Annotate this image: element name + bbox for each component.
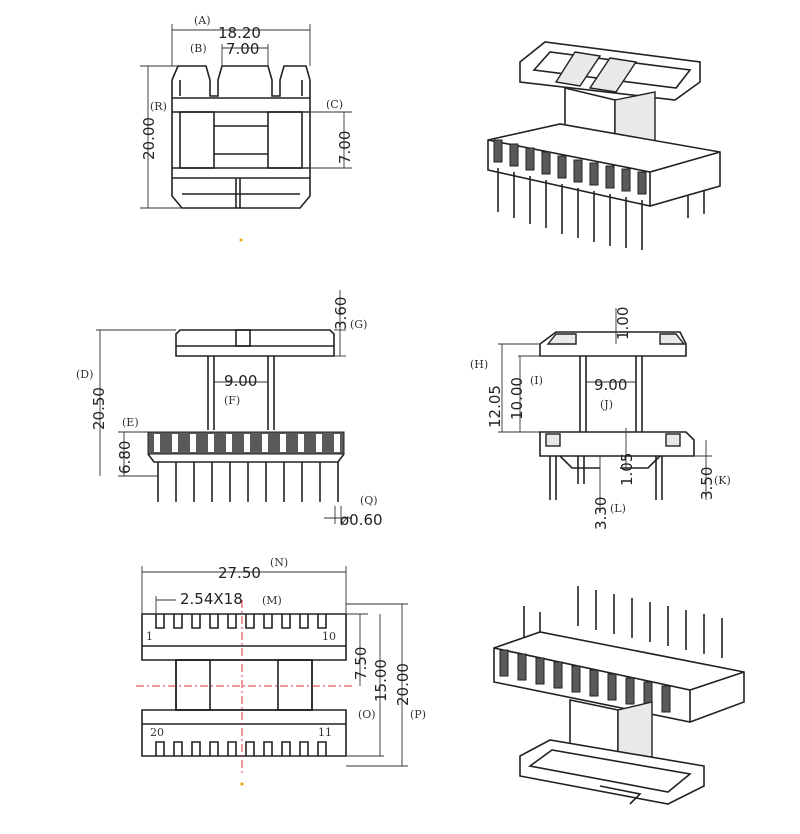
label-r: (R) <box>150 100 167 113</box>
dim-top: 1.00 <box>614 307 632 340</box>
pin-11: 11 <box>318 726 332 739</box>
iso-view-top <box>487 41 721 250</box>
iso-view-bottom <box>493 586 745 805</box>
label-c: (C) <box>326 98 343 111</box>
dim-a: 18.20 <box>218 24 261 42</box>
side-pins <box>549 456 663 500</box>
iso-comb-front <box>493 139 647 195</box>
dim-k: 3.50 <box>698 467 716 500</box>
front-view: 3.60 (G) (D) 20.50 9.00 (F) (E) 6.80 (Q)… <box>76 290 383 529</box>
label-k: (K) <box>714 474 731 487</box>
bottom-upper-teeth <box>155 614 327 629</box>
label-m: (M) <box>262 594 282 607</box>
dim-750: 7.50 <box>352 647 370 680</box>
dim-d: 20.50 <box>90 387 108 430</box>
iso2-pins <box>523 586 723 658</box>
dim-b: 7.00 <box>226 40 259 58</box>
label-d: (D) <box>76 368 93 381</box>
pin-10: 10 <box>322 630 336 643</box>
label-l: (L) <box>610 502 626 515</box>
front-comb-slots <box>154 434 340 452</box>
iso2-comb <box>499 649 671 713</box>
side-view: 1.00 (H) 12.05 10.00 (I) 9.00 (J) 1.05 3… <box>470 307 731 530</box>
dim-c: 7.00 <box>336 131 354 164</box>
dim-q: ø0.60 <box>340 511 383 529</box>
label-h: (H) <box>470 358 488 371</box>
dim-r: 20.00 <box>140 117 158 160</box>
bottom-lower-teeth <box>155 741 327 756</box>
label-n: (N) <box>270 556 288 569</box>
label-e: (E) <box>122 416 139 429</box>
label-a: (A) <box>194 14 211 27</box>
pin-20: 20 <box>150 726 164 739</box>
center-mark <box>239 238 243 242</box>
pin-1: 1 <box>146 630 153 643</box>
label-p: (P) <box>410 708 426 721</box>
label-i: (I) <box>530 374 543 387</box>
front-pins <box>157 462 339 502</box>
label-g: (G) <box>350 318 367 331</box>
center-mark-bottom <box>240 782 244 786</box>
iso-pins <box>497 168 705 250</box>
dim-p: 20.00 <box>394 663 412 706</box>
label-o: (O) <box>358 708 376 721</box>
dim-o: 15.00 <box>372 659 390 702</box>
dim-l: 3.30 <box>592 497 610 530</box>
label-b: (B) <box>190 42 207 55</box>
dim-i: 10.00 <box>508 377 526 420</box>
dim-h: 12.05 <box>486 385 504 428</box>
top-view: (A) 18.20 (B) 7.00 (C) 7.00 (R) 20.00 <box>140 14 354 242</box>
dim-m: 2.54X18 <box>180 590 243 608</box>
dim-j: 9.00 <box>594 376 627 394</box>
label-f: (F) <box>224 394 240 407</box>
dim-n: 27.50 <box>218 564 261 582</box>
bottom-view: 1 10 20 11 27.50 (N) 2.54X18 (M) 7.50 15… <box>136 556 426 786</box>
dim-g: 3.60 <box>332 297 350 330</box>
label-q: (Q) <box>360 494 378 507</box>
dim-105: 1.05 <box>618 453 636 486</box>
label-j: (J) <box>600 398 613 411</box>
dim-f: 9.00 <box>224 372 257 390</box>
dim-e: 6.80 <box>116 441 134 474</box>
